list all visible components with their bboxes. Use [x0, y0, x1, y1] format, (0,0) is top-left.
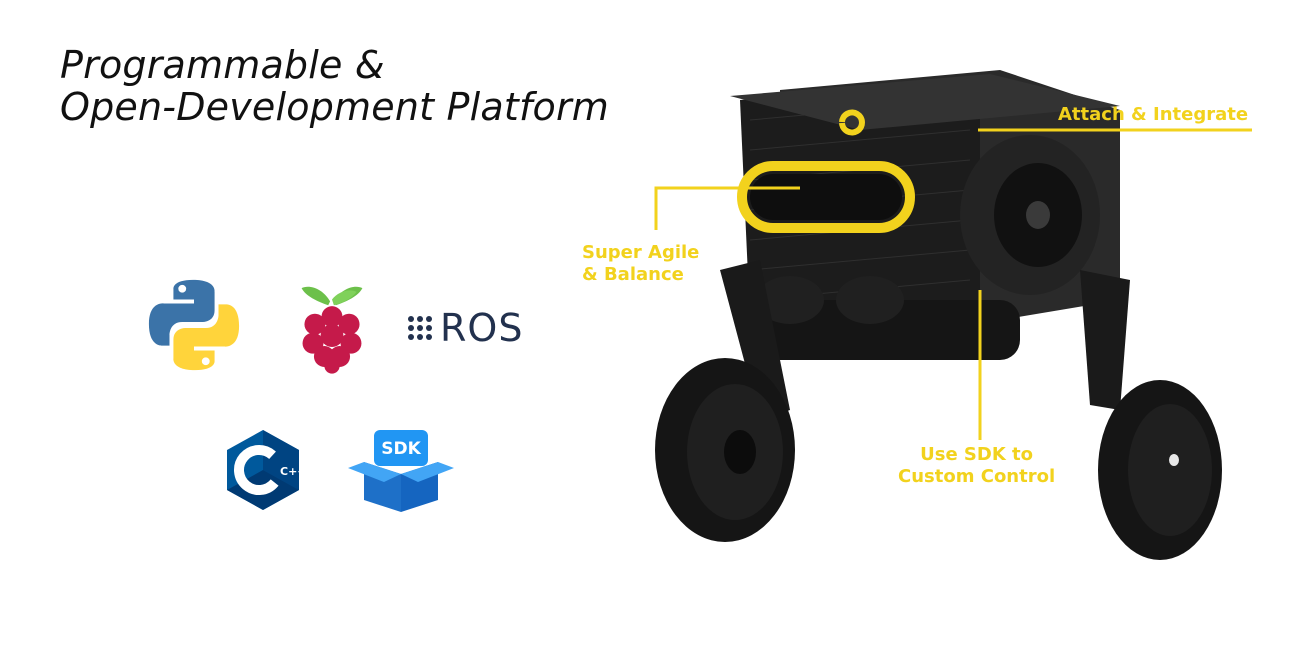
callout-attach: Attach & Integrate: [1058, 104, 1248, 126]
callout-agile-line1: Super Agile: [582, 242, 700, 263]
cpp-logo-icon: C++: [227, 430, 301, 510]
sdk-label: SDK: [381, 439, 421, 459]
python-logo-icon: [148, 279, 240, 371]
title-line-2: Open-Development Platform: [60, 85, 610, 129]
callout-attach-text: Attach & Integrate: [1058, 104, 1249, 125]
callout-agile-line2: & Balance: [582, 264, 684, 285]
raspberry-pi-icon: [301, 286, 363, 374]
title-line-1: Programmable &: [60, 43, 385, 87]
callout-sdk-line2: Custom Control: [898, 466, 1056, 487]
ros-dots-icon: [408, 316, 432, 340]
sdk-box-icon: SDK: [348, 430, 454, 512]
callout-sdk-line1: Use SDK to: [920, 444, 1034, 465]
ros-label: ROS: [440, 306, 524, 350]
cpp-label: C++: [280, 465, 301, 478]
page-title: Programmable & Open-Development Platform: [60, 44, 609, 128]
callout-sdk: Use SDK to Custom Control: [898, 444, 1055, 488]
callout-agile: Super Agile & Balance: [582, 242, 699, 286]
robot-illustration: [654, 70, 1252, 560]
ros-logo: ROS: [408, 308, 523, 348]
